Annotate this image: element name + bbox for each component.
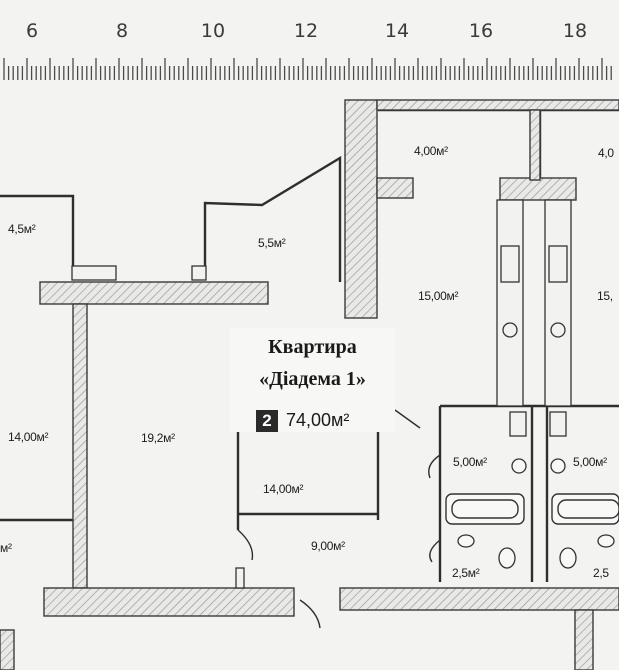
room-area-label: 4,5м²: [8, 222, 36, 236]
walls: [0, 108, 619, 629]
room-area-label: 14,00м²: [263, 482, 304, 496]
room-area-label: 19,2м²: [141, 431, 175, 445]
room-area-label: 2,5м²: [452, 566, 480, 580]
room-area-label: м²: [0, 541, 12, 555]
room-area-label: 4,00м²: [414, 144, 448, 158]
apartment-title: Квартира: [268, 336, 357, 358]
room-area-label: 9,00м²: [311, 539, 345, 553]
room-area-label: 15,: [597, 289, 613, 303]
ruler-label-16: 16: [468, 20, 494, 42]
room-area-label: 14,00м²: [8, 430, 49, 444]
door-posts: [71, 265, 245, 589]
room-area-label: 5,00м²: [573, 455, 607, 469]
room-area-label: 15,00м²: [418, 289, 459, 303]
room-area-label: 5,5м²: [258, 236, 286, 250]
toilets: [457, 458, 615, 569]
ruler-label-8: 8: [115, 20, 129, 42]
ruler-label-18: 18: [562, 20, 588, 42]
room-area-label: 5,00м²: [453, 455, 487, 469]
bearing-walls: [0, 99, 619, 670]
kitchen-counters: [496, 199, 572, 437]
bathtubs: [445, 493, 619, 525]
room-area-label: 2,5: [593, 566, 609, 580]
ruler-label-14: 14: [384, 20, 410, 42]
apartment-title-block: Квартира «Діадема 1» 2 74,00м²: [230, 328, 395, 432]
ruler-label-6: 6: [25, 20, 39, 42]
ruler-label-10: 10: [200, 20, 226, 42]
ruler: [3, 58, 612, 80]
room-area-label: 4,0: [598, 146, 614, 160]
apartment-complex-name: «Діадема 1»: [259, 368, 366, 390]
rooms-count-badge: 2: [256, 410, 278, 432]
ruler-label-12: 12: [293, 20, 319, 42]
total-area: 74,00м²: [286, 410, 350, 430]
